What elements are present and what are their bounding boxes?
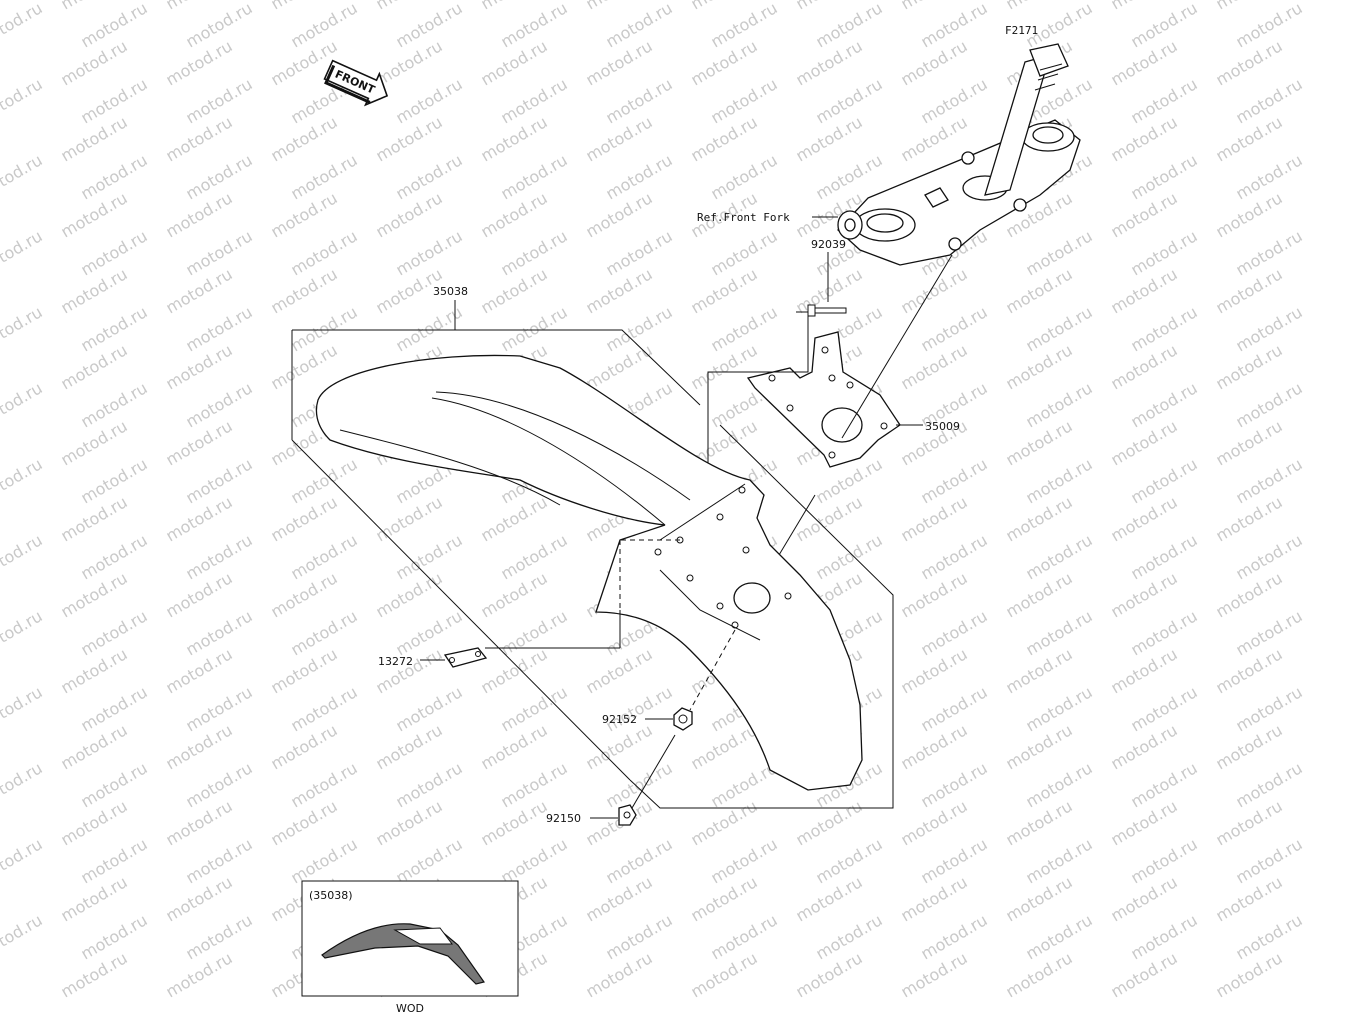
- screw-92039-icon: [807, 304, 847, 317]
- inset-title: (35038): [309, 889, 353, 902]
- figure-code: F2171: [1005, 24, 1038, 37]
- watermark-text: motod.ru: [0, 530, 46, 583]
- part-label-35038: 35038: [433, 285, 468, 298]
- watermark-text: motod.ru: [0, 302, 46, 355]
- plate-13272-icon: [443, 647, 488, 668]
- inset-caption: WOD: [396, 1002, 424, 1015]
- part-label-13272: 13272: [378, 655, 413, 668]
- watermark-text: motod.ru: [0, 834, 46, 887]
- part-label-92152: 92152: [602, 713, 637, 726]
- variant-inset: (35038) WOD: [301, 880, 519, 1015]
- watermark-text: motod.ru: [0, 0, 46, 51]
- part-label-35009: 35009: [925, 420, 960, 433]
- bracket-35009-drawing: [746, 331, 901, 468]
- watermark-text: motod.ru: [0, 378, 46, 431]
- watermark-text: motod.ru: [0, 682, 46, 735]
- watermark-text: motod.ru: [0, 606, 46, 659]
- ref-front-fork-label: Ref.Front Fork: [697, 211, 790, 224]
- watermark-text: motod.ru: [0, 74, 46, 127]
- watermark-text: motod.ru: [0, 226, 46, 279]
- watermark-text: motod.ru: [0, 910, 46, 963]
- part-label-92039: 92039: [811, 238, 846, 251]
- triple-clamp-drawing: [837, 43, 1081, 266]
- part-label-92150: 92150: [546, 812, 581, 825]
- nut-92152-icon: [673, 707, 693, 731]
- watermark-text: motod.ru: [0, 758, 46, 811]
- watermark-text: motod.ru: [0, 150, 46, 203]
- watermark-text: motod.ru: [0, 454, 46, 507]
- bolt-92150-icon: [618, 804, 637, 826]
